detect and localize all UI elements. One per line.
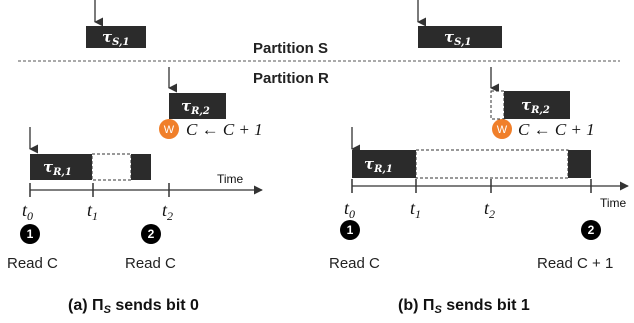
- step-1-badge-left: [20, 224, 40, 244]
- time-label-left: Time: [217, 172, 244, 186]
- step-2-number-left: 2: [148, 227, 155, 241]
- preempted-gap-left: [91, 153, 132, 181]
- write-op-right: C ← C + 1: [518, 120, 595, 139]
- task-tau-r2-left: [169, 93, 226, 119]
- read-right-2: Read C + 1: [537, 255, 613, 272]
- tick-t1-left: t1: [87, 200, 98, 223]
- task-tau-r1-label: τR,1: [43, 158, 72, 178]
- diagram-right: τS,1 τR,2 W C ← C + 1 τR,1 Time t0 t1 t2…: [329, 0, 629, 316]
- preempted-gap-r1-right: [415, 149, 569, 179]
- tick-t1-right: t1: [410, 198, 421, 221]
- read-left-2: Read C: [125, 255, 176, 272]
- tick-t0-right: t0: [344, 198, 355, 221]
- partition-s-label: Partition S: [253, 40, 328, 57]
- caption-right: (b) ΠS sends bit 1: [398, 297, 530, 316]
- task-tau-r1-tail-right: [568, 150, 591, 178]
- write-op-left: C ← C + 1: [186, 120, 263, 139]
- read-right-1: Read C: [329, 255, 380, 272]
- task-tau-s1-label-right: τS,1: [444, 28, 471, 48]
- tick-t0-left: t0: [22, 200, 33, 223]
- write-badge-right: [492, 119, 512, 139]
- caption-left: (a) ΠS sends bit 0: [68, 297, 199, 316]
- step-2-badge-left: [141, 224, 161, 244]
- diagram-left: τS,1 τR,2 W C ← C + 1 τR,1 Time t0 t1 t2…: [7, 0, 263, 316]
- step-2-number-right: 2: [588, 223, 595, 237]
- task-tau-s1-right: [418, 26, 502, 48]
- step-1-number-right: 1: [347, 223, 354, 237]
- preempted-gap-r2-right: [490, 90, 505, 120]
- read-left-1: Read C: [7, 255, 58, 272]
- tick-t2-left: t2: [162, 200, 173, 223]
- task-tau-s1-left: [86, 26, 146, 48]
- task-tau-r1-tail-left: [131, 154, 151, 180]
- write-badge-left: [159, 119, 179, 139]
- partition-r-label: Partition R: [253, 70, 329, 87]
- write-badge-letter-left: W: [164, 124, 175, 136]
- step-1-number-left: 1: [27, 227, 34, 241]
- task-tau-r1-left: [30, 154, 92, 180]
- tick-t2-right: t2: [484, 198, 495, 221]
- task-tau-r1-right: [352, 150, 416, 178]
- write-badge-letter-right: W: [497, 124, 508, 136]
- task-tau-r2-label-right: τR,2: [521, 96, 550, 116]
- step-1-badge-right: [340, 220, 360, 240]
- task-tau-s1-label: τS,1: [102, 28, 129, 48]
- task-tau-r2-label: τR,2: [181, 97, 210, 117]
- step-2-badge-right: [581, 220, 601, 240]
- time-label-right: Time: [600, 196, 627, 210]
- task-tau-r2-right: [504, 91, 570, 119]
- task-tau-r1-label-right: τR,1: [364, 155, 393, 175]
